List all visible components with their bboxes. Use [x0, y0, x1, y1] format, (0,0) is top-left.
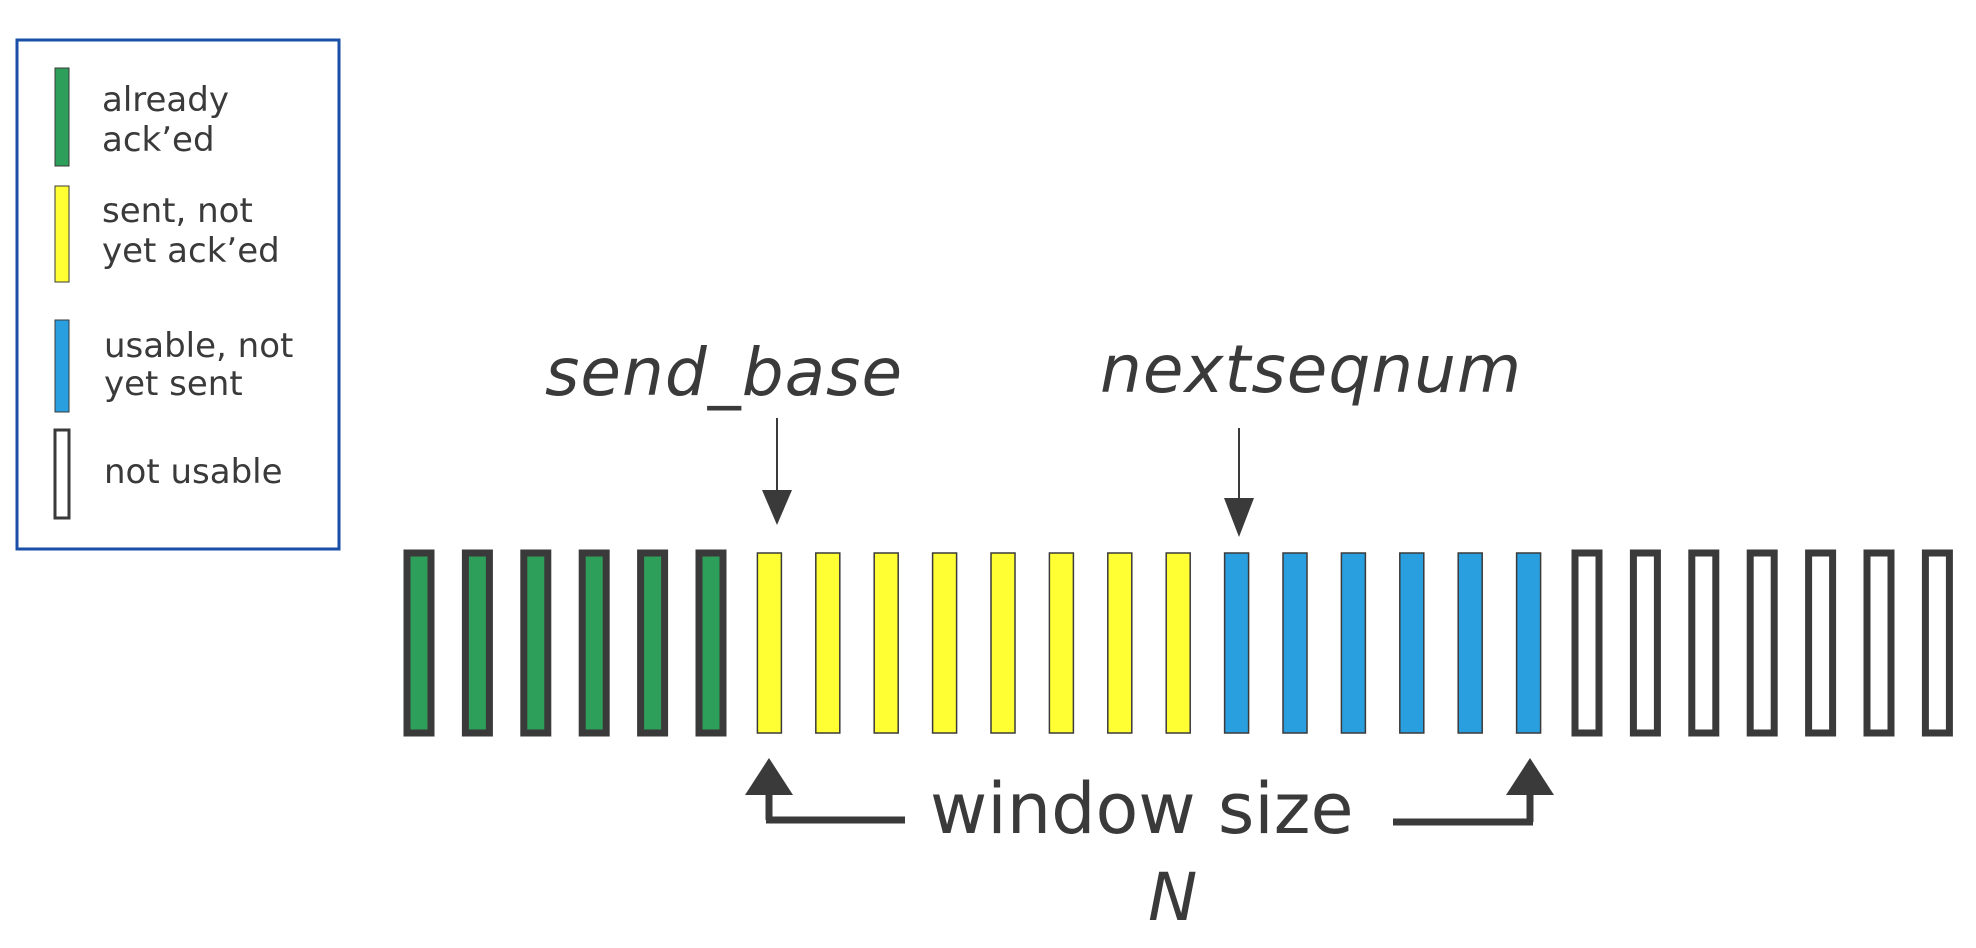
legend-swatch-acked [54, 67, 70, 167]
seq-box-acked [520, 549, 552, 737]
legend-label-usable-1: usable, not [104, 326, 293, 366]
window-left-bracket [745, 758, 905, 824]
seq-box-usable [1515, 552, 1542, 734]
legend-label-sent-2: yet ack’ed [102, 231, 280, 271]
send-base-arrow [762, 418, 792, 525]
seq-box-unusable [1746, 549, 1778, 737]
seq-box-unusable [1571, 549, 1603, 737]
legend-label-unusable: not usable [104, 452, 283, 492]
seq-box-sent [815, 552, 841, 734]
seq-box-usable [1457, 552, 1483, 734]
send-base-label: send_base [545, 334, 903, 411]
seq-box-unusable [1805, 549, 1837, 737]
seq-box-unusable [1863, 549, 1895, 737]
seq-box-acked [461, 549, 493, 737]
seq-box-usable [1223, 552, 1250, 734]
seq-box-unusable [1629, 549, 1661, 737]
seq-box-acked [695, 549, 727, 737]
legend-swatch-usable [54, 319, 70, 413]
legend-swatch-unusable [53, 428, 71, 520]
seq-box-usable [1282, 552, 1308, 734]
seq-box-acked [578, 549, 610, 737]
seq-box-sent [1048, 552, 1075, 734]
legend-label-sent-1: sent, not [102, 191, 253, 231]
seq-box-unusable [1921, 549, 1953, 737]
legend-swatch-sent [54, 185, 70, 283]
legend-label-acked-1: already [102, 80, 229, 120]
seq-box-sent [931, 552, 958, 734]
window-right-bracket [1393, 758, 1554, 826]
seq-box-sent [1165, 552, 1191, 734]
seq-box-sent [756, 552, 783, 734]
seq-box-sent [873, 552, 899, 734]
nextseqnum-label: nextseqnum [1100, 331, 1522, 408]
window-size-label: window size [930, 768, 1354, 850]
seq-box-usable [1399, 552, 1425, 734]
legend-label-usable-2: yet sent [104, 364, 243, 404]
nextseqnum-arrow [1224, 428, 1254, 537]
seq-box-acked [637, 549, 669, 737]
seq-box-unusable [1688, 549, 1720, 737]
seq-box-sent [990, 552, 1016, 734]
window-size-n-label: N [1148, 859, 1197, 936]
sequence-number-space [403, 549, 1953, 737]
seq-box-acked [403, 549, 435, 737]
legend-box [15, 38, 341, 551]
legend-label-acked-2: ack’ed [102, 120, 215, 160]
seq-box-usable [1340, 552, 1367, 734]
seq-box-sent [1107, 552, 1133, 734]
